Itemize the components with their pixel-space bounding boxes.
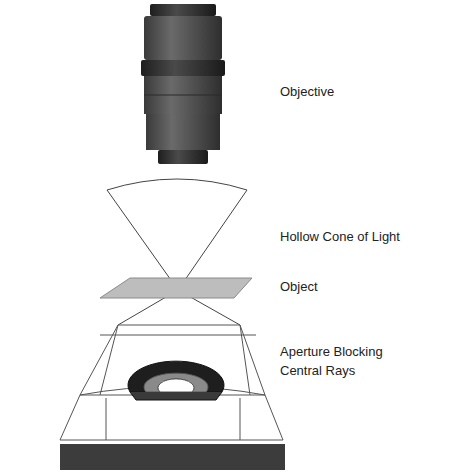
part-label: Aperture Blocking Central Rays bbox=[280, 343, 410, 381]
darkfield-condenser bbox=[60, 325, 283, 440]
condenser-base bbox=[60, 444, 285, 470]
objective-lens bbox=[141, 4, 225, 164]
object-slide bbox=[100, 278, 252, 298]
light-cone bbox=[107, 179, 247, 325]
part-label: Objective bbox=[280, 83, 430, 102]
annular-stop bbox=[128, 361, 224, 400]
part-label: Object bbox=[280, 278, 430, 297]
part-label: Hollow Cone of Light bbox=[280, 228, 450, 247]
